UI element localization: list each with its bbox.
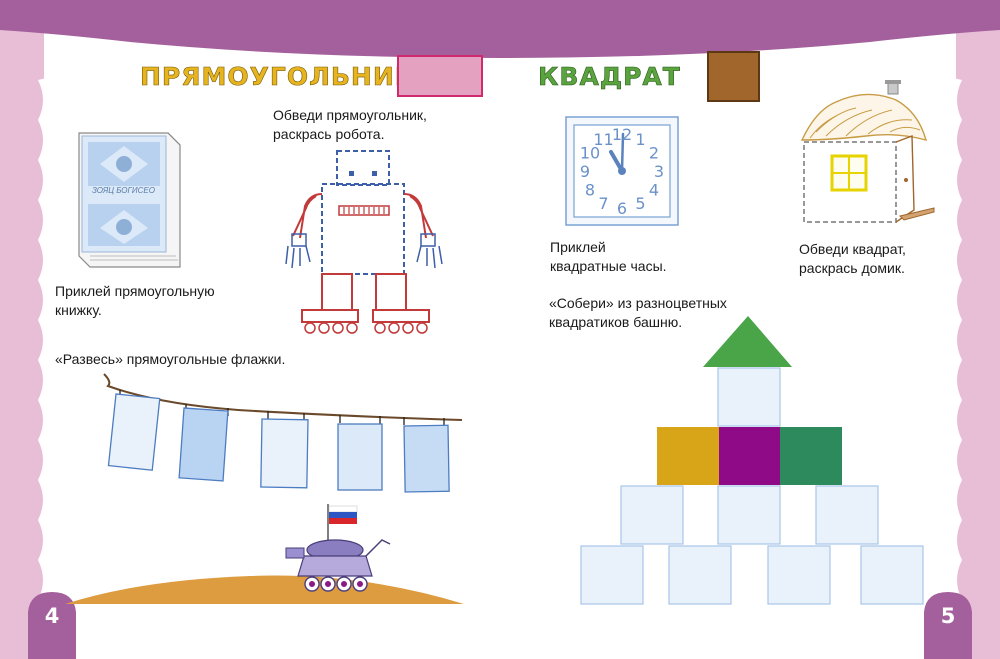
flags-caption: «Развесь» прямоугольные флажки. (55, 351, 286, 367)
heading-square: КВАДРАТ (538, 62, 681, 92)
tower-block (860, 545, 924, 605)
clock-number: 2 (649, 144, 659, 163)
tower-caption: «Собери» из разноцветных квадратиков баш… (549, 295, 727, 330)
clock-number: 12 (612, 125, 632, 144)
block-tower (580, 316, 924, 605)
robot-illustration (285, 150, 443, 334)
clock-number: 6 (617, 199, 627, 218)
flag (107, 393, 161, 471)
tower-block-purple (719, 427, 780, 485)
book-cover-text: ЗОЯЦ БОГИСЕО (92, 186, 155, 195)
flag (260, 418, 309, 489)
page-number-left: 4 (44, 604, 60, 628)
tower-block (668, 545, 732, 605)
garland-rope (103, 373, 463, 421)
lunar-rover-scene (65, 504, 464, 604)
heading-rectangle: ПРЯМОУГОЛЬНИК (140, 62, 417, 92)
tower-block (767, 545, 831, 605)
flag (178, 407, 229, 482)
clock-number: 3 (654, 162, 664, 181)
square-swatch (707, 51, 760, 102)
page-number-tab-left (28, 592, 76, 659)
flag (403, 424, 450, 493)
top-band (0, 0, 1000, 58)
flag-garland (103, 373, 463, 493)
clock-caption: Приклей квадратные часы. (550, 239, 667, 274)
tower-block-yellow (657, 427, 719, 485)
clock-number: 9 (580, 162, 590, 181)
tower-block (620, 485, 684, 545)
tower-block (580, 545, 644, 605)
robot-caption: Обведи прямоугольник, раскрась робота. (273, 107, 427, 142)
book-illustration (78, 132, 181, 268)
house-illustration (800, 80, 935, 223)
clock-number: 10 (580, 144, 600, 163)
tower-roof (703, 316, 792, 367)
right-border (956, 0, 1000, 659)
tower-block-green (780, 427, 842, 485)
rectangle-swatch (397, 55, 483, 97)
clock-number: 1 (635, 130, 645, 149)
house-caption: Обведи квадрат, раскрась домик. (799, 241, 906, 276)
tower-block (717, 367, 781, 427)
clock-number: 7 (598, 194, 608, 213)
book-caption: Приклей прямоугольную книжку. (55, 283, 215, 318)
clock-number: 8 (585, 181, 595, 200)
tower-block (815, 485, 879, 545)
clock-number: 11 (593, 130, 613, 149)
tower-block (717, 485, 781, 545)
page-number-right: 5 (940, 604, 956, 628)
left-border (0, 0, 44, 659)
clock-number: 5 (635, 194, 645, 213)
page-number-tab-right (924, 592, 972, 659)
ground-hill (65, 575, 464, 604)
flag (337, 423, 383, 491)
clock-number: 4 (649, 181, 659, 200)
